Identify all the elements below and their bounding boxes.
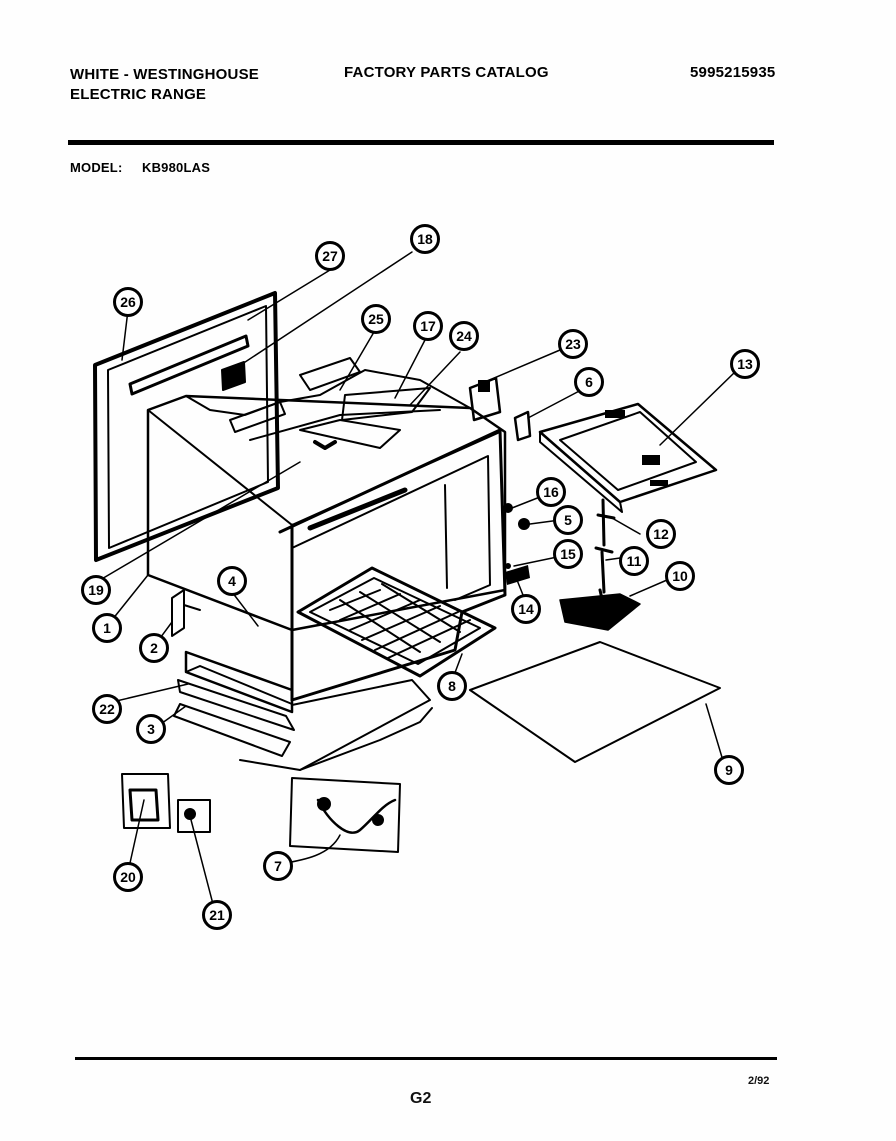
callout-23[interactable]: 23 (558, 329, 588, 359)
bracket-part (559, 593, 641, 631)
callout-5[interactable]: 5 (553, 505, 583, 535)
callout-1[interactable]: 1 (92, 613, 122, 643)
callout-15[interactable]: 15 (553, 539, 583, 569)
callout-7[interactable]: 7 (263, 851, 293, 881)
oven-cabinet-part (146, 357, 507, 771)
model-label: MODEL: (70, 160, 123, 175)
footer-rule (75, 1057, 777, 1060)
callout-11[interactable]: 11 (619, 546, 649, 576)
callout-8[interactable]: 8 (437, 671, 467, 701)
callout-4[interactable]: 4 (217, 566, 247, 596)
callout-25[interactable]: 25 (361, 304, 391, 334)
callout-9[interactable]: 9 (714, 755, 744, 785)
callout-17[interactable]: 17 (413, 311, 443, 341)
revision-date: 2/92 (748, 1075, 770, 1087)
callout-14[interactable]: 14 (511, 594, 541, 624)
callout-24[interactable]: 24 (449, 321, 479, 351)
callout-16[interactable]: 16 (536, 477, 566, 507)
header-rule (68, 140, 774, 145)
callout-22[interactable]: 22 (92, 694, 122, 724)
model-value: KB980LAS (142, 160, 211, 175)
callout-12[interactable]: 12 (646, 519, 676, 549)
catalog-title: FACTORY PARTS CATALOG (344, 64, 549, 81)
callout-27[interactable]: 27 (315, 241, 345, 271)
callout-18[interactable]: 18 (410, 224, 440, 254)
callout-19[interactable]: 19 (81, 575, 111, 605)
brand-line-2: ELECTRIC RANGE (70, 86, 207, 103)
control-panel-part (538, 402, 718, 513)
catalog-number: 5995215935 (690, 64, 776, 81)
callout-10[interactable]: 10 (665, 561, 695, 591)
callout-21[interactable]: 21 (202, 900, 232, 930)
callout-26[interactable]: 26 (113, 287, 143, 317)
drawer-panel-part (469, 641, 721, 763)
callout-6[interactable]: 6 (574, 367, 604, 397)
back-panel-part (93, 291, 280, 562)
callout-2[interactable]: 2 (139, 633, 169, 663)
callout-13[interactable]: 13 (730, 349, 760, 379)
callout-3[interactable]: 3 (136, 714, 166, 744)
brand-line-1: WHITE - WESTINGHOUSE (70, 66, 259, 83)
kick-panel-parts (171, 589, 295, 757)
callout-20[interactable]: 20 (113, 862, 143, 892)
page-code: G2 (410, 1090, 432, 1107)
